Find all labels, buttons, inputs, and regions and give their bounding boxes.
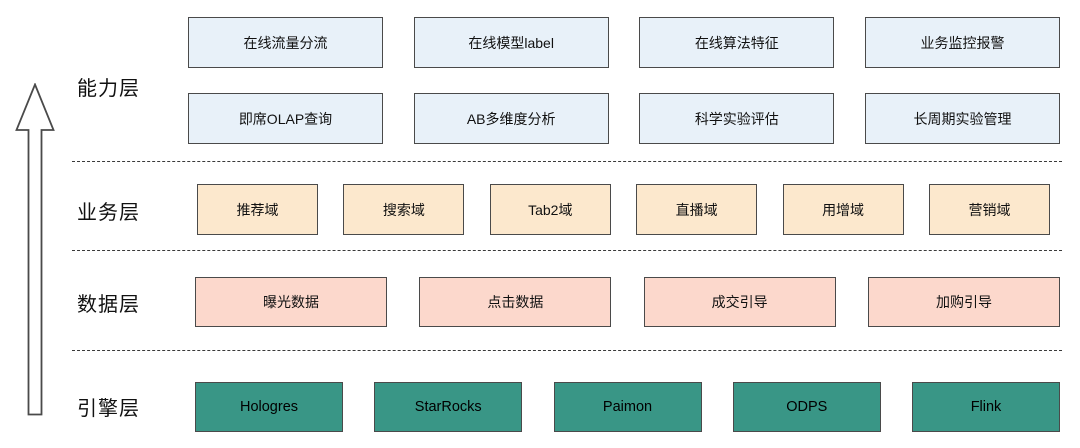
business-box: Tab2域	[489, 184, 611, 235]
capability-box: 即席OLAP查询	[188, 93, 383, 144]
business-box: 用增域	[782, 184, 904, 235]
business-box: 直播域	[636, 184, 758, 235]
capability-row-1: 在线流量分流 在线模型label 在线算法特征 业务监控报警	[188, 17, 1060, 68]
business-box: 营销域	[928, 184, 1050, 235]
capability-box: 长周期实验管理	[864, 93, 1060, 144]
capability-box: AB多维度分析	[413, 93, 609, 144]
capability-box: 在线算法特征	[639, 17, 835, 68]
engine-box: Hologres	[195, 382, 343, 432]
business-row: 推荐域 搜索域 Tab2域 直播域 用增域 营销域	[197, 184, 1050, 235]
dashed-divider	[72, 350, 1062, 351]
layer-label-business: 业务层	[77, 202, 140, 224]
capability-box: 在线模型label	[413, 17, 609, 68]
capability-box: 业务监控报警	[864, 17, 1060, 68]
data-box: 曝光数据	[195, 277, 387, 327]
dashed-divider	[72, 250, 1062, 251]
business-box: 推荐域	[197, 184, 318, 235]
business-box: 搜索域	[343, 184, 465, 235]
data-row: 曝光数据 点击数据 成交引导 加购引导	[195, 277, 1060, 327]
engine-box: ODPS	[732, 382, 881, 432]
engine-row: Hologres StarRocks Paimon ODPS Flink	[195, 382, 1060, 432]
data-box: 加购引导	[867, 277, 1060, 327]
layer-label-data: 数据层	[77, 294, 140, 316]
capability-box: 在线流量分流	[188, 17, 383, 68]
layer-label-capability: 能力层	[77, 78, 140, 100]
dashed-divider	[72, 161, 1062, 162]
engine-box: Paimon	[553, 382, 702, 432]
data-box: 点击数据	[419, 277, 612, 327]
capability-row-2: 即席OLAP查询 AB多维度分析 科学实验评估 长周期实验管理	[188, 93, 1060, 144]
engine-box: StarRocks	[374, 382, 523, 432]
capability-box: 科学实验评估	[639, 93, 835, 144]
engine-box: Flink	[912, 382, 1060, 432]
data-box: 成交引导	[643, 277, 836, 327]
layer-label-engine: 引擎层	[77, 398, 140, 420]
up-arrow-icon	[15, 83, 55, 416]
